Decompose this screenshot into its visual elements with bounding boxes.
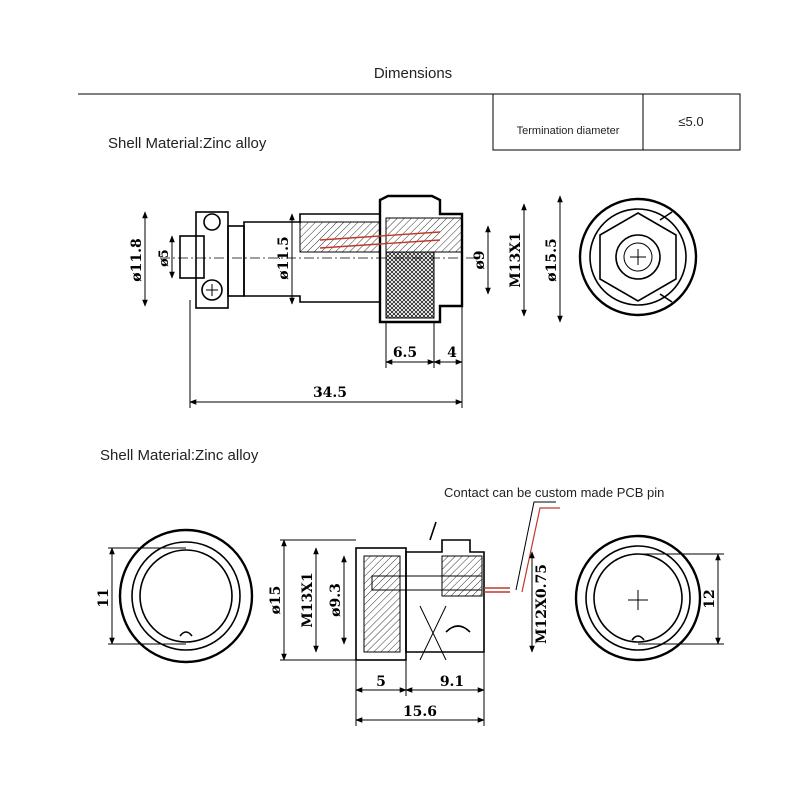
plug-front-cross	[630, 249, 646, 265]
socket-front-view	[574, 534, 702, 662]
socket-seal	[445, 625, 471, 633]
spec-table: Termination diameter ≤5.0	[492, 93, 741, 151]
plug-cable-end	[179, 235, 205, 279]
dim-5: 5	[376, 674, 386, 690]
dim-m12x075: M12X0.75	[534, 564, 550, 644]
plug-contact-pin	[319, 231, 441, 241]
plug-dimensions: ø11.8 ø5 ø11.5 ø9 M13X1 ø15.5 6.5 4 34.5	[129, 195, 563, 408]
socket-side-view	[355, 521, 510, 661]
socket-flange-section	[363, 555, 401, 653]
note-leader	[515, 501, 556, 591]
socket-front-dim: 12	[638, 553, 724, 645]
spec-value: ≤5.0	[678, 114, 703, 129]
socket-rear-ring	[131, 541, 241, 651]
note-leader-red	[521, 507, 560, 593]
dim-m13x1-socket: M13X1	[300, 572, 316, 628]
socket-solder-cup	[429, 521, 437, 541]
plug-front-view	[578, 197, 698, 317]
socket-material-label: Shell Material:Zinc alloy	[100, 447, 259, 464]
dim-d5: ø5	[157, 249, 172, 267]
dim-m13x1: M13X1	[508, 232, 524, 288]
socket-rear-outer	[118, 528, 254, 664]
socket-body	[405, 539, 485, 653]
dim-d11: 11	[96, 588, 112, 607]
socket-front-ring	[585, 545, 691, 651]
plug-front-insert	[615, 234, 661, 280]
dim-d9-3: ø9.3	[328, 583, 344, 617]
dim-15-6: 15.6	[403, 704, 437, 720]
plug-coupling-nut	[378, 194, 464, 324]
socket-dimensions: ø15 M13X1 ø9.3 M12X0.75 5 9.1 15.6	[268, 539, 550, 726]
plug-front-contact	[623, 242, 653, 272]
plug-clamp-screw-bottom	[201, 279, 223, 301]
plug-front-outer	[578, 197, 698, 317]
socket-nut-cross	[419, 605, 447, 661]
dim-d12: 12	[702, 589, 718, 608]
socket-rear-view	[118, 528, 254, 664]
dim-d9: ø9	[472, 250, 488, 269]
socket-rear-dim: 11	[96, 547, 186, 645]
socket-rear-key	[179, 631, 193, 637]
socket-front-outer	[574, 534, 702, 662]
page-title: Dimensions	[374, 65, 452, 82]
plug-knurl	[385, 251, 435, 319]
dim-9-1: 9.1	[440, 674, 464, 690]
socket-note: Contact can be custom made PCB pin	[444, 485, 664, 500]
socket-front-cross	[628, 590, 648, 610]
spec-label: Termination diameter	[517, 125, 620, 137]
dim-34-5: 34.5	[313, 385, 347, 401]
plug-material-label: Shell Material:Zinc alloy	[108, 135, 267, 152]
dim-6-5: 6.5	[393, 345, 417, 361]
socket-front-key	[631, 635, 645, 641]
socket-rear-inner	[139, 549, 233, 643]
plug-screw-cross	[206, 284, 218, 296]
plug-contact-pin-2	[319, 239, 441, 249]
plug-rear-ring	[227, 225, 245, 297]
plug-front-hex	[599, 212, 677, 302]
plug-side-view	[160, 194, 480, 324]
dim-d11-5: ø11.5	[276, 236, 292, 279]
dim-4: 4	[447, 345, 457, 361]
dim-d15-5: ø15.5	[544, 238, 560, 281]
dim-d15: ø15	[268, 586, 284, 615]
plug-front-tabs	[659, 211, 673, 303]
spec-table-frame	[492, 93, 741, 151]
socket-insert-section	[441, 555, 483, 597]
plug-front-inner	[589, 208, 687, 306]
dim-d11-8: ø11.8	[129, 238, 145, 281]
plug-clamp-screw-top	[203, 213, 221, 231]
